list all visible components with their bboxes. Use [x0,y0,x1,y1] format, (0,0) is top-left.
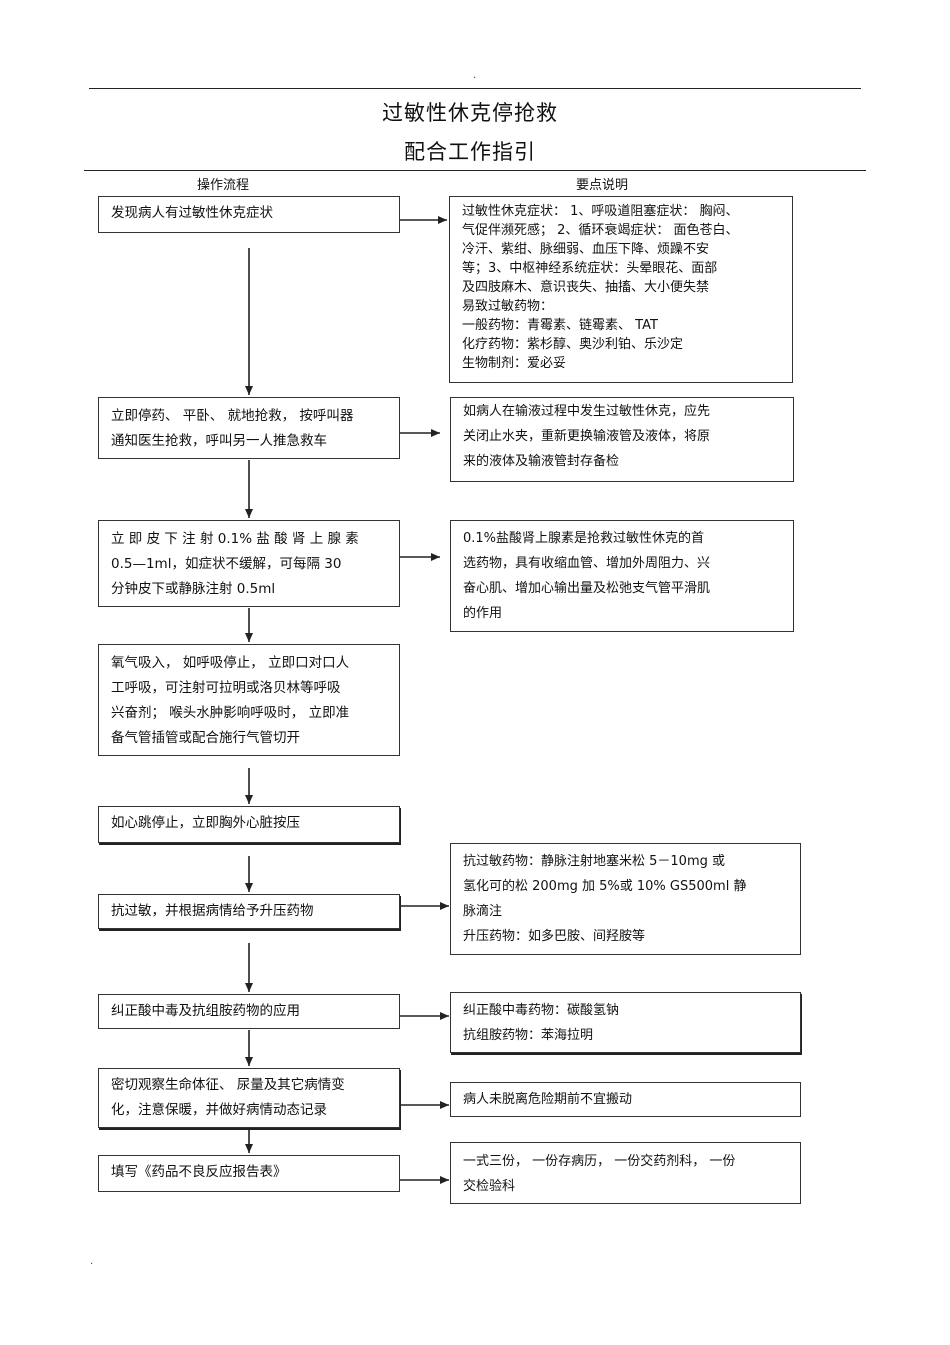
step-box-3: 立 即 皮 下 注 射 0.1% 盐 酸 肾 上 腺 素 0.5—1ml，如症状… [98,520,400,607]
step-box-9: 填写《药品不良反应报告表》 [98,1155,400,1192]
step-box-1: 发现病人有过敏性休克症状 [98,196,400,233]
step-box-8: 密切观察生命体征、 尿量及其它病情变 化，注意保暖，并做好病情动态记录 [98,1068,400,1128]
note-box-3: 0.1%盐酸肾上腺素是抢救过敏性休克的首 选药物，具有收缩血管、增加外周阻力、兴… [450,520,794,632]
note-line: 脉滴注 [463,904,503,919]
note-line: 过敏性休克症状： 1、呼吸道阻塞症状： 胸闷、 [462,204,739,219]
note-line: 冷汗、紫绀、脉细弱、血压下降、烦躁不安 [462,242,710,257]
note-box-5: 纠正酸中毒药物：碳酸氢钠 抗组胺药物：苯海拉明 [450,992,801,1053]
step-line: 工呼吸，可注射可拉明或洛贝林等呼吸 [111,680,341,696]
bottom-dot: . [90,1256,94,1267]
note-line: 病人未脱离危险期前不宜搬动 [463,1092,633,1107]
note-line: 抗过敏药物：静脉注射地塞米松 5－10mg 或 [463,854,725,869]
step-box-2: 立即停药、 平卧、 就地抢救， 按呼叫器 通知医生抢救，呼叫另一人推急救车 [98,397,400,459]
note-line: 选药物，具有收缩血管、增加外周阻力、兴 [463,556,711,571]
step-line: 抗过敏，并根据病情给予升压药物 [111,903,314,919]
note-line: 如病人在输液过程中发生过敏性休克，应先 [463,404,711,419]
note-line: 及四肢麻木、意识丧失、抽搐、大小便失禁 [462,280,710,295]
note-line: 0.1%盐酸肾上腺素是抢救过敏性休克的首 [463,531,705,546]
note-line: 升压药物：如多巴胺、间羟胺等 [463,929,646,944]
note-line: 的作用 [463,606,503,621]
top-dot: . [473,70,477,81]
note-line: 关闭止水夹，重新更换输液管及液体，将原 [463,429,711,444]
note-box-1: 过敏性休克症状： 1、呼吸道阻塞症状： 胸闷、 气促伴濒死感； 2、循环衰竭症状… [449,196,793,383]
column-header-right: 要点说明 [576,178,629,193]
note-box-6: 病人未脱离危险期前不宜搬动 [450,1082,801,1117]
note-line: 生物制剂：爱必妥 [462,356,567,371]
step-line: 纠正酸中毒及抗组胺药物的应用 [111,1003,300,1019]
step-line: 0.5—1ml，如症状不缓解，可每隔 30 [111,556,342,572]
step-line: 如心跳停止，立即胸外心脏按压 [111,815,300,831]
step-line: 发现病人有过敏性休克症状 [111,205,273,221]
note-line: 气促伴濒死感； 2、循环衰竭症状： 面色苍白、 [462,223,739,238]
step-line: 备气管插管或配合施行气管切开 [111,730,300,746]
step-line: 立即停药、 平卧、 就地抢救， 按呼叫器 [111,408,354,424]
step-box-7: 纠正酸中毒及抗组胺药物的应用 [98,994,400,1029]
note-line: 一般药物：青霉素、链霉素、 TAT [462,318,658,333]
note-box-7: 一式三份， 一份存病历， 一份交药剂科， 一份 交检验科 [450,1142,801,1204]
step-box-5: 如心跳停止，立即胸外心脏按压 [98,806,400,843]
step-line: 氧气吸入， 如呼吸停止， 立即口对口人 [111,655,350,671]
note-line: 等；3、中枢神经系统症状：头晕眼花、面部 [462,261,718,276]
note-box-4: 抗过敏药物：静脉注射地塞米松 5－10mg 或 氢化可的松 200mg 加 5%… [450,843,801,955]
step-line: 分钟皮下或静脉注射 0.5ml [111,581,276,597]
step-line: 兴奋剂； 喉头水肿影响呼吸时， 立即准 [111,705,350,721]
note-box-2: 如病人在输液过程中发生过敏性休克，应先 关闭止水夹，重新更换输液管及液体，将原 … [450,397,794,482]
page-title: 过敏性休克停抢救 [382,101,558,125]
note-line: 易致过敏药物： [462,299,554,314]
step-line: 填写《药品不良反应报告表》 [111,1164,287,1180]
step-line: 化，注意保暖，并做好病情动态记录 [111,1102,327,1118]
note-line: 来的液体及输液管封存备检 [463,454,620,469]
note-line: 交检验科 [463,1179,516,1194]
step-box-6: 抗过敏，并根据病情给予升压药物 [98,894,400,929]
title-rule [84,170,866,171]
page-subtitle: 配合工作指引 [404,140,536,164]
note-line: 化疗药物：紫杉醇、奥沙利铂、乐沙定 [462,337,684,352]
step-line: 通知医生抢救，呼叫另一人推急救车 [111,433,327,449]
note-line: 奋心肌、增加心输出量及松弛支气管平滑肌 [463,581,711,596]
column-header-left: 操作流程 [197,178,250,193]
step-box-4: 氧气吸入， 如呼吸停止， 立即口对口人 工呼吸，可注射可拉明或洛贝林等呼吸 兴奋… [98,644,400,756]
step-line: 立 即 皮 下 注 射 0.1% 盐 酸 肾 上 腺 素 [111,531,359,547]
header-rule [89,88,861,89]
note-line: 氢化可的松 200mg 加 5%或 10% GS500ml 静 [463,879,747,894]
note-line: 一式三份， 一份存病历， 一份交药剂科， 一份 [463,1154,736,1169]
step-line: 密切观察生命体征、 尿量及其它病情变 [111,1077,345,1093]
note-line: 纠正酸中毒药物：碳酸氢钠 [463,1003,620,1018]
note-line: 抗组胺药物：苯海拉明 [463,1028,594,1043]
